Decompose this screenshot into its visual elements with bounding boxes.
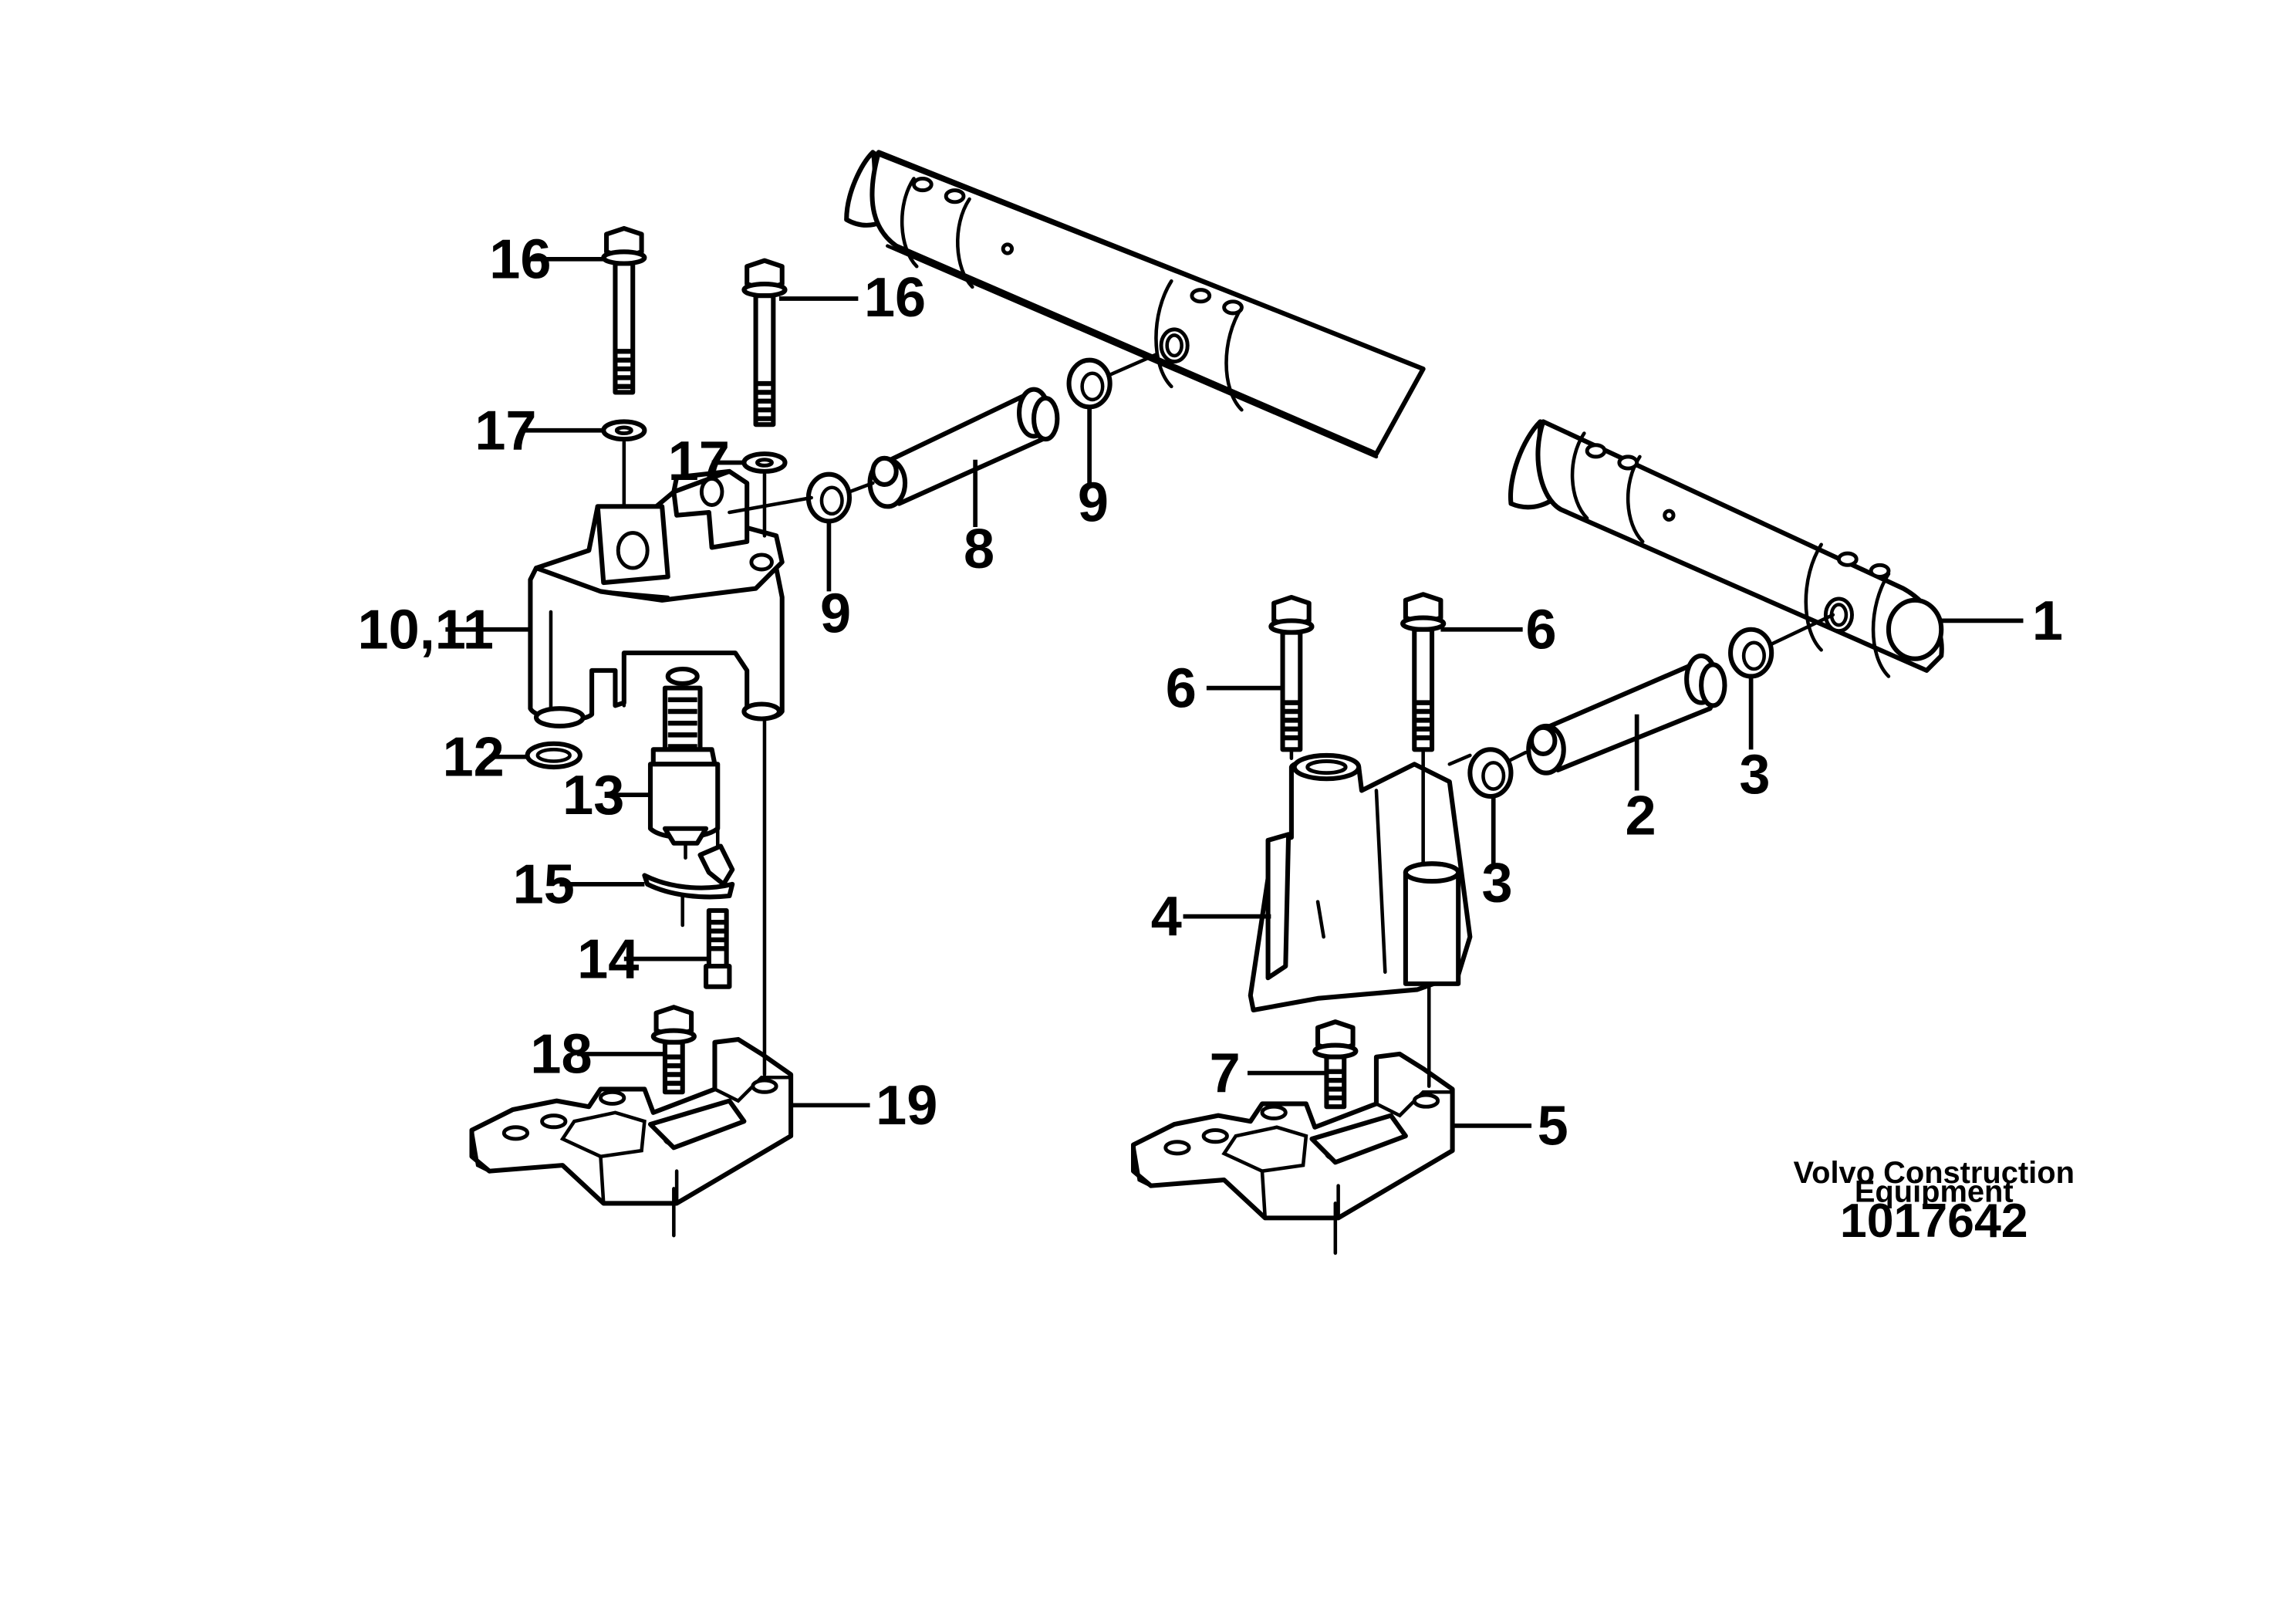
callout-12: 12 [443,726,505,788]
callout-1: 1 [2032,590,2063,652]
callout-18: 18 [530,1024,592,1086]
seal-9-right [1066,357,1113,410]
callout-3-right: 3 [1739,744,1770,806]
callout-13: 13 [562,765,624,826]
seal-9-left [805,471,853,524]
seal-3-left [1467,747,1514,799]
callout-7: 7 [1210,1042,1241,1104]
document-number: 1017642 [1840,1194,2028,1248]
bolt-18 [650,1005,697,1095]
bolt-7 [1312,1019,1359,1110]
brand-line-1: Volvo Construction [1794,1156,2075,1190]
callout-19: 19 [876,1075,937,1137]
callout-9-right: 9 [1078,471,1109,533]
seal-3-right [1728,627,1774,679]
callout-16-right: 16 [864,267,926,329]
plunger-valve [647,666,721,846]
callout-leaders [445,256,2024,1128]
screw-14 [704,907,732,989]
callout-6-left: 6 [1166,657,1197,719]
callout-labels: 16 16 17 17 9 8 9 10,11 12 13 15 14 18 1… [358,228,2063,1157]
callout-9-left: 9 [820,583,851,645]
callout-17-right: 17 [668,431,730,492]
rocker-bracket-left [528,468,785,729]
rocker-bracket-right [1248,752,1473,1013]
callout-6-right: 6 [1525,599,1556,661]
callout-14: 14 [577,928,639,990]
bolt-6-right [1400,592,1447,752]
assembly-lines [622,352,1835,1255]
callout-15: 15 [513,854,575,916]
callout-3-left: 3 [1482,853,1513,914]
callout-2: 2 [1625,785,1656,846]
callout-16-left: 16 [489,228,551,290]
callout-5: 5 [1538,1096,1568,1157]
bolt-6-left [1268,594,1315,752]
brand-line-2: Equipment [1855,1175,2014,1209]
shaft-2 [1526,653,1727,776]
callout-8: 8 [964,519,994,580]
shaft-8 [867,387,1060,509]
base-plate-19 [469,1036,794,1206]
callout-4: 4 [1151,886,1182,948]
callout-10-11: 10,11 [358,599,494,661]
rocker-shaft-upper [844,150,1426,459]
retaining-clip [642,843,735,900]
bolt-16-right [741,258,788,427]
washer-12 [525,741,582,770]
callout-17-left: 17 [474,400,536,461]
base-plate-5 [1130,1051,1455,1221]
rocker-shaft-right [1508,419,1944,678]
brand-block: Volvo Construction Equipment 1017642 [1794,1156,2075,1248]
bolt-16-left [601,225,647,395]
